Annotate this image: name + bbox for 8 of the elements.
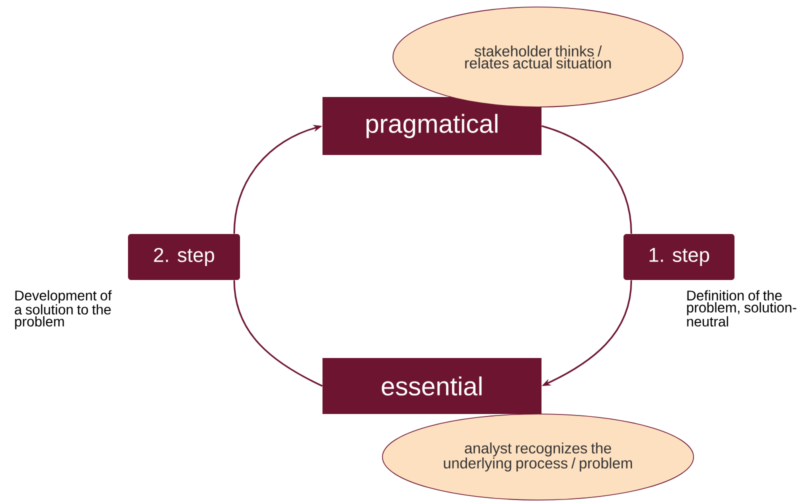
step-box: 1. step — [624, 234, 734, 280]
ellipse-callout: stakeholder thinks / relates actual situation — [392, 6, 684, 108]
process-box: pragmatical — [322, 97, 542, 155]
step-box: 2. step — [128, 234, 240, 280]
process-box: essential — [322, 358, 542, 414]
note-text: Definition of the problem, solution-neutral — [687, 290, 796, 327]
note-text: Development of a solution to the problem — [14, 290, 112, 330]
ellipse-callout: analyst recognizes the underlying process / problem — [382, 414, 694, 500]
